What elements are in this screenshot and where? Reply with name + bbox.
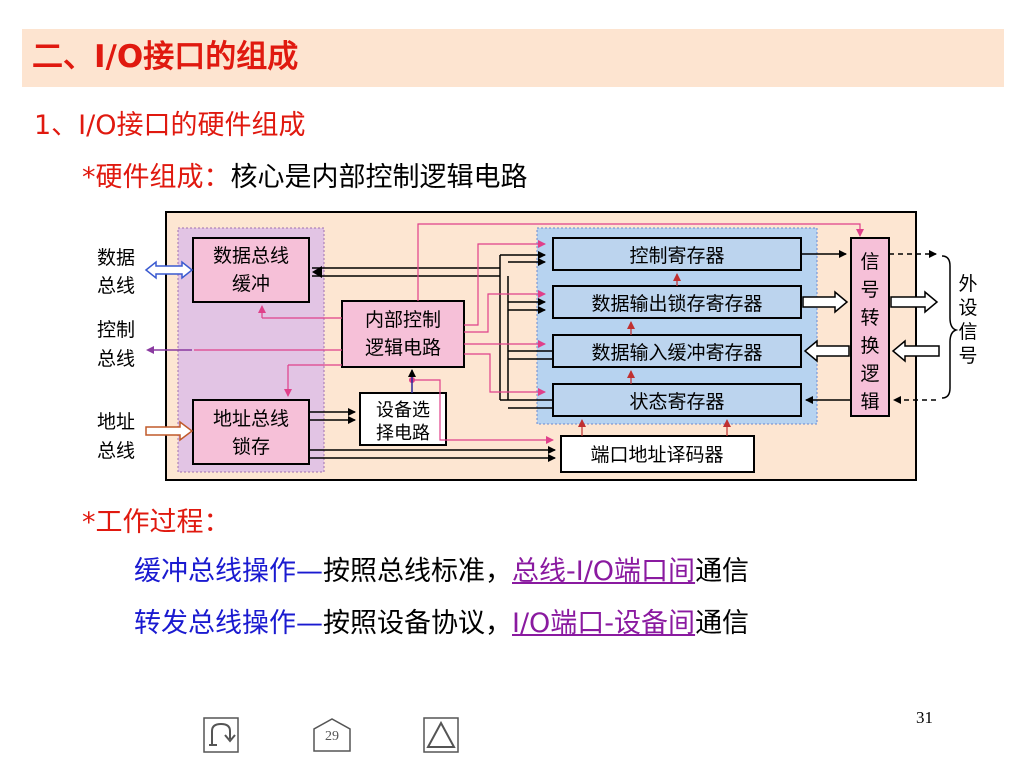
data-bus-double-arrow	[144, 260, 194, 280]
title-bar	[22, 29, 1004, 87]
address-latch-label-1: 地址总线	[213, 408, 289, 430]
control-logic-block	[341, 300, 465, 368]
address-bus-arrow	[145, 420, 194, 442]
control-logic-label-1: 内部控制	[365, 309, 441, 331]
control-register-label: 控制寄存器	[629, 245, 724, 267]
signal-convert-char-1: 信	[860, 251, 879, 273]
device-data-out-arrow	[890, 290, 939, 314]
process-op: 转发总线操作—	[134, 608, 323, 639]
up-triangle-icon[interactable]	[423, 717, 459, 753]
process-link[interactable]: I/O端口-设备间	[512, 608, 696, 639]
device-select-label-1: 设备选	[376, 400, 430, 421]
device-signal-char-3: 信	[958, 321, 977, 343]
device-signal-brace	[941, 255, 959, 399]
decoder-select-lines	[578, 273, 731, 436]
page-jump-label: 29	[325, 729, 339, 744]
work-process-heading: *工作过程：	[82, 507, 231, 538]
slide-title: 二、I/O接口的组成	[32, 39, 299, 75]
signal-convert-char-2: 号	[860, 279, 879, 301]
data-buffer-label-2: 缓冲	[232, 273, 270, 295]
device-signal-char-2: 设	[958, 297, 977, 319]
device-data-in-arrow	[891, 339, 940, 363]
data-out-arrow	[802, 290, 849, 314]
data-bus-buffer-block	[192, 237, 310, 303]
control-bus-label-2: 总线	[97, 348, 135, 370]
hardware-line: *硬件组成：核心是内部控制逻辑电路	[82, 158, 528, 198]
status-register-label: 状态寄存器	[629, 391, 724, 413]
data-bus-label-1: 数据	[97, 247, 135, 269]
address-latch-block	[192, 399, 310, 465]
data-bus-label-2: 总线	[97, 275, 135, 297]
process-tail: 通信	[695, 608, 750, 639]
device-signal-char-4: 号	[958, 345, 977, 367]
control-logic-label-2: 逻辑电路	[365, 337, 441, 359]
address-latch-label-2: 锁存	[232, 436, 270, 458]
control-bus-arrowhead	[146, 346, 154, 354]
signal-convert-char-6: 辑	[860, 391, 879, 413]
address-path-lines	[309, 408, 556, 462]
data-out-register-label: 数据输出锁存寄存器	[591, 293, 762, 315]
address-bus-label-2: 总线	[97, 440, 135, 462]
hardware-lead: *硬件组成：	[82, 162, 231, 193]
data-buffer-arrowhead	[312, 266, 322, 278]
data-in-register-block	[552, 334, 802, 368]
hardware-text: 核心是内部控制逻辑电路	[230, 162, 528, 193]
device-signal-char-1: 外	[958, 273, 977, 295]
process-op: 缓冲总线操作—	[134, 556, 323, 587]
control-register-block	[552, 237, 802, 271]
page-number: 31	[916, 708, 933, 727]
data-path-lines	[312, 251, 553, 409]
data-in-arrow	[803, 339, 850, 363]
control-signal-lines	[194, 223, 864, 444]
process-text: 按照总线标准，	[323, 556, 512, 587]
control-bus-label-1: 控制	[97, 319, 135, 341]
device-select-label-2: 择电路	[376, 423, 430, 444]
signal-convert-char-3: 转	[860, 307, 879, 329]
signal-convert-char-4: 换	[860, 335, 879, 357]
process-link[interactable]: 总线-I/O端口间	[512, 556, 696, 587]
signal-convert-char-5: 逻	[860, 363, 879, 385]
return-icon[interactable]	[203, 717, 239, 753]
port-decoder-block	[560, 435, 755, 473]
data-in-register-label: 数据输入缓冲寄存器	[591, 342, 762, 364]
data-buffer-label-1: 数据总线	[213, 245, 289, 267]
address-bus-label-1: 地址	[97, 411, 135, 433]
page-jump-button[interactable]: 29	[312, 717, 352, 753]
process-line-1: 缓冲总线操作—按照总线标准，总线-I/O端口间通信	[134, 552, 749, 592]
data-out-register-block	[552, 285, 802, 319]
port-decoder-label: 端口地址译码器	[590, 444, 723, 466]
device-select-block	[359, 392, 447, 446]
process-text: 按照设备协议，	[323, 608, 512, 639]
process-line-2: 转发总线操作—按照设备协议，I/O端口-设备间通信	[134, 604, 749, 644]
section-heading: 1、I/O接口的硬件组成	[34, 110, 306, 141]
process-tail: 通信	[695, 556, 750, 587]
page-jump-icon	[313, 718, 351, 752]
signal-convert-block	[850, 237, 890, 417]
